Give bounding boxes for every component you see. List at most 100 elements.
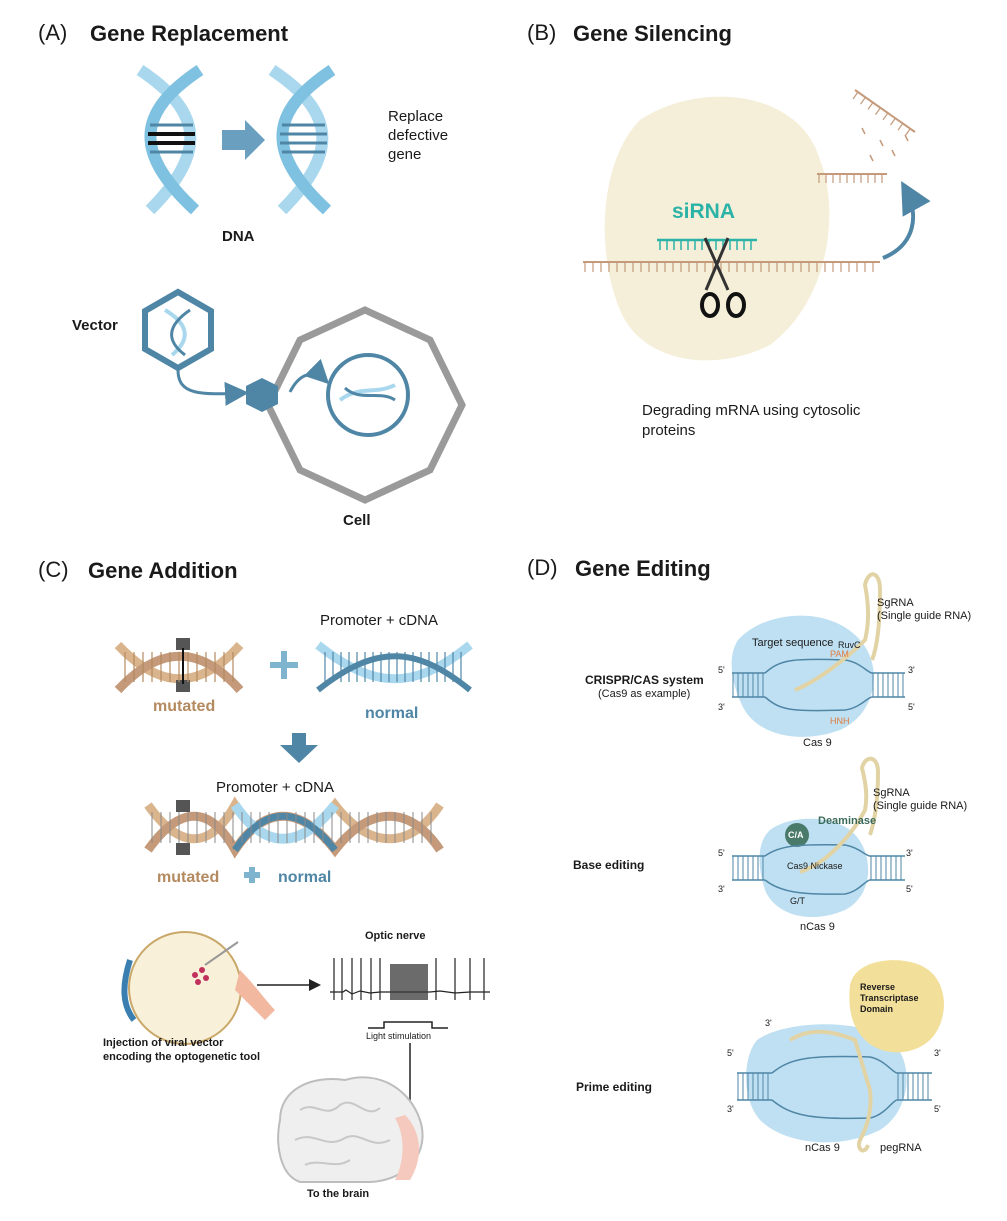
scissors-icon <box>700 237 746 318</box>
prime-3p-right: 3' <box>934 1048 941 1058</box>
cas9-nickase-label: Cas9 Nickase <box>787 861 843 871</box>
mrna-fragment-bases <box>818 174 883 183</box>
deaminase-label: Deaminase <box>818 815 877 827</box>
crispr-3p-top: 3' <box>908 665 915 675</box>
sgrna-1-line-1: SgRNA <box>877 597 914 609</box>
gt-label: G/T <box>790 896 805 906</box>
mutated-dna-helix <box>114 638 244 694</box>
crispr-5p-top: 5' <box>718 665 725 675</box>
injection-line-1: Injection of viral vector <box>103 1037 224 1049</box>
sirna-bases <box>659 240 752 250</box>
rt-line-2: Transcriptase <box>860 993 919 1003</box>
normal-dna-bases <box>324 652 462 682</box>
replace-line-3: gene <box>388 146 422 163</box>
normal-label: normal <box>365 705 419 722</box>
sgrna-1 <box>794 572 883 692</box>
vector-in-membrane <box>246 378 278 412</box>
sirna-label: siRNA <box>672 200 736 223</box>
panel-c-letter: (C) <box>38 557 69 582</box>
silencing-caption-2: proteins <box>642 422 696 439</box>
nucleus-arrow <box>288 358 330 393</box>
panel-b-title: Gene Silencing <box>573 21 732 46</box>
dna-helix-corrected <box>268 65 336 215</box>
ruvc-label: RuvC <box>838 640 861 650</box>
cas9-label: Cas 9 <box>803 737 832 749</box>
injection-line-2: encoding the optogenetic tool <box>103 1051 261 1063</box>
normal-dna-helix <box>315 641 473 693</box>
prime-editing-dna-bases <box>737 1073 929 1100</box>
plus-icon-2 <box>244 867 260 883</box>
mutated-dna-bases <box>124 652 234 682</box>
base-editing-dna-bases <box>732 856 902 880</box>
combined-dna-helix <box>144 796 444 859</box>
base-editing-label: Base editing <box>573 858 645 872</box>
base-3p-top: 3' <box>906 848 913 858</box>
panel-a-letter: (A) <box>38 20 68 45</box>
burst-block <box>390 964 428 1000</box>
degraded-mrna <box>854 89 916 133</box>
crispr-dna-bases <box>732 673 904 697</box>
combined-dna-bases <box>151 812 432 843</box>
prime-editing-label: Prime editing <box>576 1080 653 1094</box>
pam-label: PAM <box>830 649 849 659</box>
brain-icon <box>277 1076 424 1183</box>
rt-line-3: Domain <box>860 1004 894 1014</box>
normal-label-2: normal <box>278 869 332 886</box>
plus-icon <box>270 651 298 679</box>
panel-c-title: Gene Addition <box>88 558 238 583</box>
promoter-cdna-top: Promoter + cDNA <box>320 612 438 629</box>
degraded-bases <box>852 91 911 162</box>
panel-d-title: Gene Editing <box>575 556 711 581</box>
prime-ncas9-protein <box>746 1024 907 1143</box>
hnh-label: HNH <box>830 716 850 726</box>
dna-label: DNA <box>222 228 255 245</box>
mrna-bases <box>584 262 874 272</box>
target-sequence-label: Target sequence <box>752 637 834 649</box>
sgrna-2-line-1: SgRNA <box>873 787 910 799</box>
sgrna-2-line-2: (Single guide RNA) <box>873 800 968 812</box>
degradation-arrow <box>882 181 931 260</box>
replace-arrow <box>222 120 265 160</box>
pegrna-strand <box>788 1029 873 1153</box>
pegrna-label: pegRNA <box>880 1142 922 1154</box>
vector-hexagon <box>142 288 214 372</box>
crispr-3p-bottom: 3' <box>718 702 725 712</box>
cytoplasm <box>604 96 830 361</box>
promoter-cdna-bottom: Promoter + cDNA <box>216 779 334 796</box>
prime-3p-left: 3' <box>727 1104 734 1114</box>
deaminase-circle <box>785 823 809 847</box>
sgrna-2 <box>799 756 881 874</box>
base-5p-top: 5' <box>718 848 725 858</box>
action-potentials <box>333 958 485 1000</box>
eye-icon <box>121 931 275 1045</box>
optic-nerve-label: Optic nerve <box>365 930 426 942</box>
prime-5p-right: 5' <box>934 1104 941 1114</box>
base-3p-bottom: 3' <box>718 884 725 894</box>
replace-line-1: Replace <box>388 108 444 125</box>
cell-label: Cell <box>343 512 371 529</box>
panel-b-letter: (B) <box>527 20 557 45</box>
silencing-caption-1: Degrading mRNA using cytosolic <box>642 402 861 419</box>
crispr-label: CRISPR/CAS system <box>585 673 704 687</box>
base-5p-bottom: 5' <box>906 884 913 894</box>
panel-a-title: Gene Replacement <box>90 21 289 46</box>
dna-helix-defective <box>136 65 204 215</box>
panel-d-letter: (D) <box>527 555 558 580</box>
to-brain-label: To the brain <box>307 1188 370 1200</box>
cas9-protein <box>731 615 874 737</box>
prime-5p-left: 5' <box>727 1048 734 1058</box>
nucleus-dna-icon <box>338 383 396 402</box>
vector-dna-icon <box>163 308 191 357</box>
mutated-label-2: mutated <box>157 869 220 886</box>
down-arrow <box>280 733 318 763</box>
ncas9-label: nCas 9 <box>800 921 835 933</box>
rt-domain <box>849 960 944 1053</box>
vector-entry-arrow <box>176 369 249 406</box>
vector-label: Vector <box>72 317 118 334</box>
prime-3p-top: 3' <box>765 1018 772 1028</box>
rt-line-1: Reverse <box>860 982 896 992</box>
light-stimulation-label: Light stimulation <box>366 1031 432 1041</box>
ca-label: C/A <box>788 830 804 840</box>
